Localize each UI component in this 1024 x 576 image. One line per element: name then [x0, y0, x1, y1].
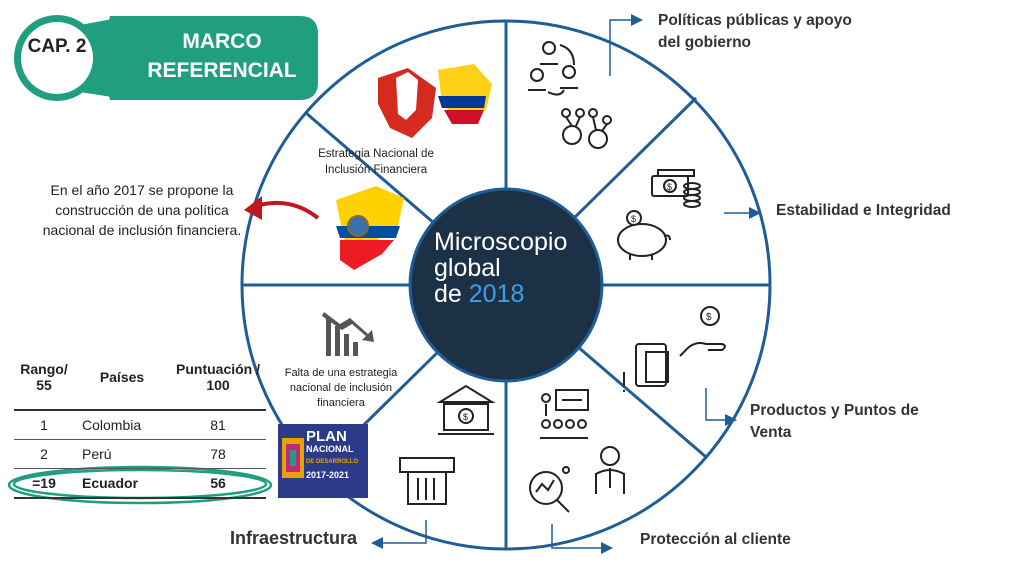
falta-label: Falta de una estrategia nacional de incl…	[284, 367, 398, 409]
phone-cash-icon	[623, 343, 669, 392]
network-people-icon	[561, 108, 612, 149]
category-productos: Productos y Puntos de Venta	[750, 402, 919, 441]
cell-pais: Colombia	[74, 410, 170, 440]
header-puntuacion: Puntuación / 100	[170, 344, 266, 411]
category-infraestructura: Infraestructura	[230, 528, 358, 548]
table-row: 1 Colombia 81	[14, 410, 266, 440]
category-proteccion: Protección al cliente	[640, 531, 791, 548]
cell-pais: Perú	[74, 439, 170, 469]
category-estabilidad: Estabilidad e Integridad	[776, 202, 951, 219]
center-year: 2018	[468, 280, 525, 308]
svg-text:$: $	[463, 412, 468, 422]
piggy-bank-icon: $	[617, 210, 671, 260]
chapter-badge	[14, 15, 318, 101]
category-politicas: Políticas públicas y apoyo del gobierno	[658, 12, 852, 51]
svg-text:$: $	[667, 182, 672, 192]
bank-icon: $	[436, 384, 496, 435]
cell-puntuacion: 81	[170, 410, 266, 440]
cell-puntuacion: 56	[170, 468, 266, 499]
estrategia-label: Estrategia Nacional de Inclusión Financi…	[318, 148, 434, 176]
chapter-label: CAP. 2	[27, 36, 87, 57]
section-title: MARCO REFERENCIAL	[147, 30, 297, 82]
cell-rango: =19	[14, 468, 74, 499]
red-arrow	[255, 200, 320, 220]
ranking-table: Rango/ 55 Países Puntuación / 100 1 Colo…	[14, 344, 266, 499]
peru-colombia-flag-map	[378, 64, 492, 138]
money-stack-icon: $	[651, 169, 701, 208]
table-row: =19 Ecuador 56	[14, 468, 266, 499]
ecuador-flag-map	[336, 186, 404, 270]
presentation-icon	[540, 389, 589, 439]
businessman-icon	[595, 446, 625, 494]
svg-text:$: $	[631, 214, 636, 224]
header-paises: Países	[74, 344, 170, 411]
center-circle	[408, 187, 604, 383]
cell-puntuacion: 78	[170, 439, 266, 469]
cell-rango: 1	[14, 410, 74, 440]
people-exchange-icon	[528, 41, 578, 96]
note-2017: En el año 2017 se propone la construcció…	[42, 182, 242, 238]
arrow-politicas	[609, 14, 643, 76]
atm-icon	[399, 457, 455, 505]
cell-pais: Ecuador	[74, 468, 170, 499]
svg-text:$: $	[706, 312, 712, 323]
arrow-infraestructura	[371, 520, 427, 549]
plan-nacional-text: PLAN NACIONAL DE DESARROLLO 2017-2021	[306, 428, 359, 480]
header-rango: Rango/ 55	[14, 344, 74, 411]
hand-coin-icon: $	[679, 306, 726, 357]
center-logo-text: Microscopio global de 2018	[434, 228, 568, 308]
arrow-proteccion	[551, 524, 613, 554]
arrow-productos	[705, 388, 737, 426]
cell-rango: 2	[14, 439, 74, 469]
table-row: 2 Perú 78	[14, 439, 266, 469]
magnifier-chart-icon	[529, 466, 570, 513]
declining-chart-icon	[322, 312, 374, 356]
